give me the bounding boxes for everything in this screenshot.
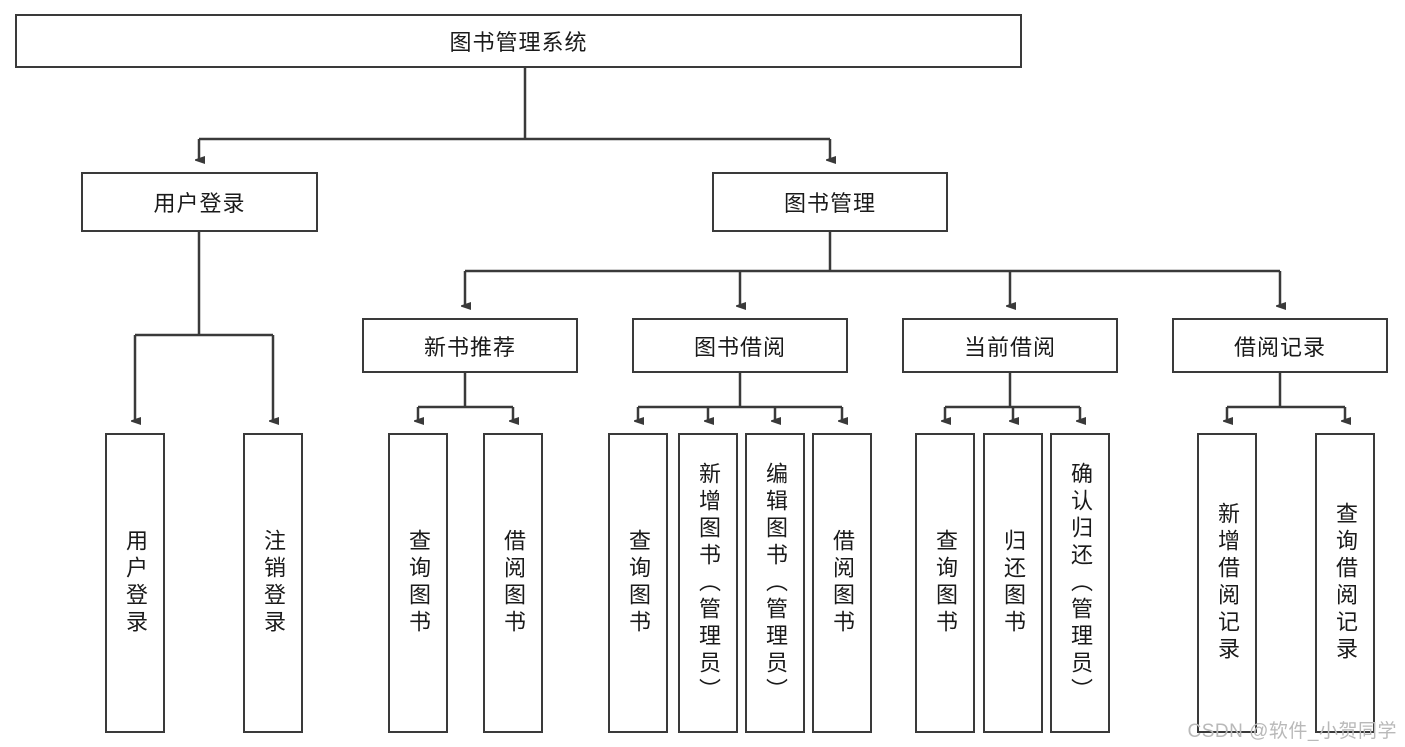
node-root-system[interactable]: 图书管理系统 xyxy=(15,14,1022,68)
node-root-label: 图书管理系统 xyxy=(449,30,588,55)
leaf-borrow-edit-book-admin[interactable]: 编辑图书（管理员） xyxy=(745,433,805,733)
leaf-label: 查询图书 xyxy=(626,529,651,637)
leaf-label: 借阅图书 xyxy=(830,529,855,637)
leaf-records-add-record[interactable]: 新增借阅记录 xyxy=(1197,433,1257,733)
node-book-borrow[interactable]: 图书借阅 xyxy=(632,318,848,373)
leaf-new-book-borrow[interactable]: 借阅图书 xyxy=(483,433,543,733)
leaf-label: 注销登录 xyxy=(261,529,286,637)
node-user-login[interactable]: 用户登录 xyxy=(81,172,318,232)
leaf-label: 确认归还（管理员） xyxy=(1068,461,1093,705)
leaf-label: 查询图书 xyxy=(933,529,958,637)
node-user-login-label: 用户登录 xyxy=(153,191,246,216)
leaf-label: 借阅图书 xyxy=(501,529,526,637)
node-new-book-recommend-label: 新书推荐 xyxy=(423,334,516,360)
leaf-borrow-query-book[interactable]: 查询图书 xyxy=(608,433,668,733)
leaf-borrow-borrow-book[interactable]: 借阅图书 xyxy=(812,433,872,733)
leaf-user-login-signout[interactable]: 注销登录 xyxy=(243,433,303,733)
leaf-label: 新增图书（管理员） xyxy=(696,461,721,705)
leaf-user-login-signin[interactable]: 用户登录 xyxy=(105,433,165,733)
leaf-label: 查询图书 xyxy=(406,529,431,637)
node-current-borrow[interactable]: 当前借阅 xyxy=(902,318,1118,373)
node-borrow-records-label: 借阅记录 xyxy=(1233,334,1326,360)
node-borrow-records[interactable]: 借阅记录 xyxy=(1172,318,1388,373)
leaf-current-return-book[interactable]: 归还图书 xyxy=(983,433,1043,733)
leaf-label: 用户登录 xyxy=(123,529,148,637)
node-new-book-recommend[interactable]: 新书推荐 xyxy=(362,318,578,373)
leaf-label: 归还图书 xyxy=(1001,529,1026,637)
leaf-current-query-book[interactable]: 查询图书 xyxy=(915,433,975,733)
node-book-management-label: 图书管理 xyxy=(783,191,876,216)
leaf-borrow-add-book-admin[interactable]: 新增图书（管理员） xyxy=(678,433,738,733)
leaf-label: 编辑图书（管理员） xyxy=(763,461,788,705)
node-current-borrow-label: 当前借阅 xyxy=(963,334,1056,360)
leaf-current-confirm-return-admin[interactable]: 确认归还（管理员） xyxy=(1050,433,1110,733)
leaf-label: 新增借阅记录 xyxy=(1215,502,1240,664)
node-book-borrow-label: 图书借阅 xyxy=(693,334,786,360)
csdn-watermark: CSDN @软件_小贺同学 xyxy=(1187,721,1397,742)
leaf-new-book-query[interactable]: 查询图书 xyxy=(388,433,448,733)
leaf-records-query-record[interactable]: 查询借阅记录 xyxy=(1315,433,1375,733)
node-book-management[interactable]: 图书管理 xyxy=(712,172,948,232)
leaf-label: 查询借阅记录 xyxy=(1333,502,1358,664)
